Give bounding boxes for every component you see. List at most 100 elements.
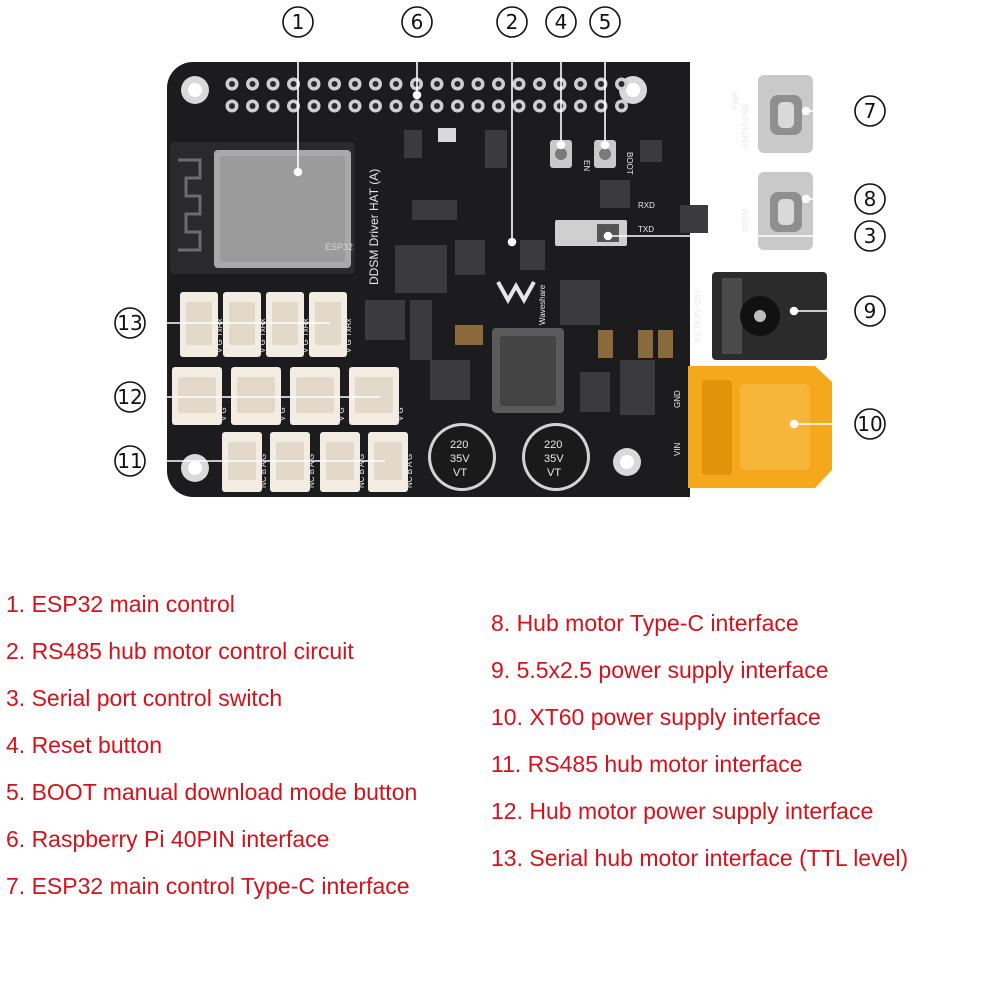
legend-item-7: 7. ESP32 main control Type-C interface	[6, 873, 410, 899]
cap-1-voltage: 35V	[450, 453, 470, 465]
boot-button[interactable]	[594, 140, 616, 168]
leader-lines	[146, 37, 850, 462]
ttl-connector-1[interactable]: V G TxRx	[180, 292, 224, 357]
rs485-connector-3[interactable]: NC B A G	[320, 432, 366, 492]
rs485-connector-pin-label: NC B A G	[357, 454, 366, 488]
rs485-connector-pin-label: NC B A G	[259, 454, 268, 488]
callout-circle-1	[282, 6, 314, 38]
legend-item-2: 2. RS485 hub motor control circuit	[6, 638, 354, 664]
power-connector-3[interactable]: V G	[290, 367, 346, 425]
dc-in-label: DC IN 9V~25V	[693, 289, 702, 342]
ttl-connector-pin-label: V G TxRx	[215, 318, 224, 353]
legend-item-12: 12. Hub motor power supply interface	[491, 798, 874, 824]
legend-right: 8. Hub motor Type-C interface 9. 5.5x2.5…	[491, 600, 908, 882]
vin-label: VIN	[673, 442, 682, 456]
legend-item-13: 13. Serial hub motor interface (TTL leve…	[491, 845, 909, 871]
legend-item-10: 10. XT60 power supply interface	[491, 704, 821, 730]
esp32-module: ESP32	[170, 142, 355, 274]
capacitor-2: 220 35V VT	[522, 423, 590, 491]
esp32-usb-c-port[interactable]	[758, 75, 813, 153]
gnd-label: GND	[673, 390, 682, 408]
callout-circle-4	[545, 6, 577, 38]
callout-number-4: 4	[555, 10, 568, 34]
capacitor-1: 220 35V VT	[428, 423, 496, 491]
ttl-connector-pin-label: V G TxRx	[344, 318, 353, 353]
ttl-connector-3[interactable]: V G TxRx	[266, 292, 310, 357]
ttl-connector-pin-label: V G TxRx	[301, 318, 310, 353]
rs485-connector-4[interactable]: NC B A G	[368, 432, 414, 492]
cap-2-value: 220	[544, 439, 562, 451]
legend-item-5: 5. BOOT manual download mode button	[6, 779, 418, 805]
smd-components	[365, 128, 708, 415]
power-connector-4[interactable]: V G	[349, 367, 405, 425]
waveshare-logo	[496, 281, 536, 305]
ddsm-usb-c-port[interactable]	[758, 172, 813, 250]
callout-number-8: 8	[864, 187, 877, 211]
legend-item-4: 4. Reset button	[6, 732, 162, 758]
callout-circle-9	[854, 295, 886, 327]
power-connector-pin-label: V G	[219, 407, 228, 421]
rs485-connector-2[interactable]: NC B A G	[270, 432, 316, 492]
legend-item-1: 1. ESP32 main control	[6, 591, 235, 617]
boot-label: BOOT	[625, 152, 634, 175]
reset-button[interactable]	[550, 140, 572, 168]
en-label: EN	[582, 160, 591, 171]
legend-item-11: 11. RS485 hub motor interface	[491, 751, 803, 777]
callout-number-12: 12	[117, 385, 142, 409]
power-inductor	[492, 328, 564, 413]
power-connector-2[interactable]: V G	[231, 367, 287, 425]
callout-circle-3	[854, 220, 886, 252]
rs485-connector-1[interactable]: NC B A G	[222, 432, 268, 492]
callout-circle-13	[114, 307, 146, 339]
callout-number-11: 11	[117, 449, 142, 473]
legend-item-3: 3. Serial port control switch	[6, 685, 283, 711]
brand-label: Waveshare	[538, 284, 547, 325]
legend-item-8: 8. Hub motor Type-C interface	[491, 610, 799, 636]
power-connector-pin-label: V G	[396, 407, 405, 421]
callout-number-5: 5	[599, 10, 612, 34]
power-connector-pin-label: V G	[337, 407, 346, 421]
callout-number-7: 7	[864, 99, 877, 123]
callout-circle-10	[854, 408, 886, 440]
callout-number-13: 13	[117, 311, 142, 335]
rxd-label: RXD	[638, 201, 655, 210]
legend-left: 1. ESP32 main control 2. RS485 hub motor…	[6, 581, 417, 910]
ttl-connector-2[interactable]: V G TxRx	[223, 292, 267, 357]
ddsm-label: DDSM	[741, 208, 750, 232]
cap-2-series: VT	[547, 467, 561, 479]
callout-number-6: 6	[411, 10, 424, 34]
legend-item-6: 6. Raspberry Pi 40PIN interface	[6, 826, 330, 852]
xt60-connector[interactable]	[688, 366, 832, 488]
ttl-connector-row: V G TxRx V G TxRx V G TxRx V G TxRx	[180, 292, 353, 357]
serial-switch[interactable]	[555, 220, 627, 246]
callout-circle-7	[854, 95, 886, 127]
pwr-label: PWR	[731, 91, 740, 110]
gpio-40pin-header	[225, 77, 628, 113]
callout-circle-5	[589, 6, 621, 38]
callout-circle-6	[401, 6, 433, 38]
callout-number-10: 10	[857, 412, 882, 436]
esp32-label: ESP32	[325, 242, 353, 252]
pcb-edge-extension	[600, 62, 690, 497]
power-connector-1[interactable]: V G	[172, 367, 228, 425]
cap-1-value: 220	[450, 439, 468, 451]
callout-number-3: 3	[864, 224, 877, 248]
callout-circle-8	[854, 183, 886, 215]
txd-label: TXD	[638, 225, 654, 234]
cap-1-series: VT	[453, 467, 467, 479]
rs485-connector-pin-label: NC B A G	[405, 454, 414, 488]
cap-2-voltage: 35V	[544, 453, 564, 465]
callout-number-9: 9	[864, 299, 877, 323]
power-connector-pin-label: V G	[278, 407, 287, 421]
callout-circle-11	[114, 445, 146, 477]
callout-circle-12	[114, 381, 146, 413]
callout-number-1: 1	[292, 10, 305, 34]
dc-barrel-jack[interactable]	[712, 272, 827, 360]
callout-circle-2	[496, 6, 528, 38]
mounting-holes	[181, 76, 647, 482]
ttl-connector-4[interactable]: V G TxRx	[309, 292, 353, 357]
ttl-connector-pin-label: V G TxRx	[258, 318, 267, 353]
